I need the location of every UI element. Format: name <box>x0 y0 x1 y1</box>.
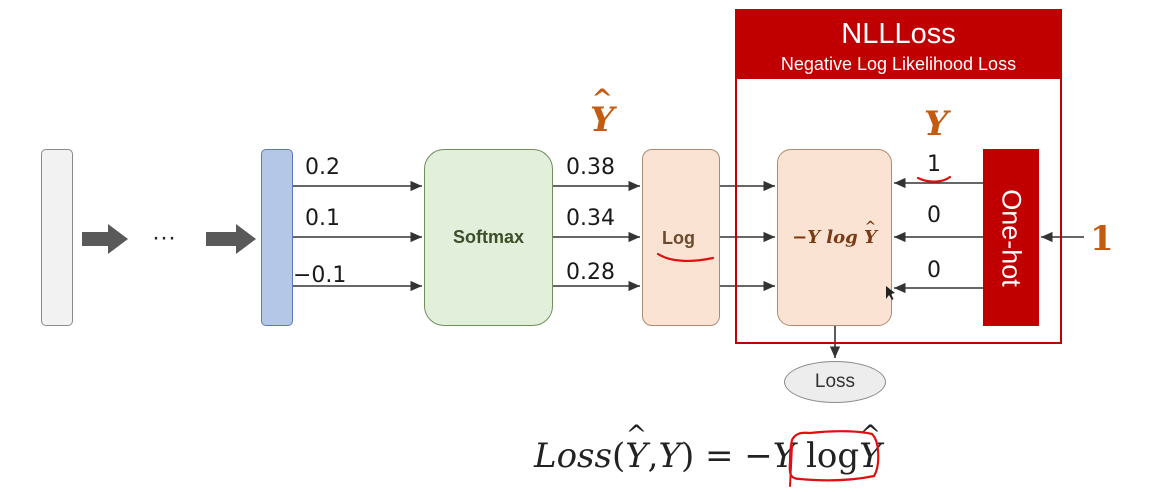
logit-value: 0.2 <box>305 155 340 180</box>
cursor-pointer-icon <box>886 286 895 300</box>
nll-formula-block: −Y log ^Y <box>777 149 892 326</box>
loss-label: Loss <box>814 371 856 392</box>
probability-value: 0.34 <box>566 206 615 231</box>
softmax-block: Softmax <box>424 149 553 326</box>
target-one-underline-mark <box>916 175 952 183</box>
nll-loss-subtitle: Negative Log Likelihood Loss <box>780 54 1017 74</box>
log-term-circle-mark <box>788 430 880 482</box>
probability-value: 0.28 <box>566 260 615 285</box>
onehot-value: 0 <box>927 203 941 228</box>
hidden-layers-ellipsis: ··· <box>152 224 176 251</box>
loss-output-node: Loss <box>784 361 886 403</box>
probability-value: 0.38 <box>566 155 615 180</box>
target-y-label: Y <box>924 104 949 144</box>
log-underline-mark <box>656 252 715 262</box>
logit-value: −0.1 <box>293 263 347 288</box>
logit-layer-block <box>261 149 293 326</box>
log-label: Log <box>662 228 695 248</box>
nll-formula: −Y log ^Y <box>792 218 877 248</box>
input-layer-block <box>41 149 73 326</box>
nll-loss-title: NLLLoss <box>841 18 956 50</box>
onehot-value: 0 <box>927 258 941 283</box>
predicted-y-hat-label: ^Y <box>590 84 615 140</box>
log-block <box>642 149 720 326</box>
hat-mark: ^ <box>591 84 613 115</box>
loss-equation: Loss(^Y,Y) = −Y log^Y <box>534 420 882 476</box>
onehot-block <box>983 149 1039 326</box>
class-index-input: 1 <box>1090 219 1114 259</box>
thick-right-arrow-icon <box>206 224 256 254</box>
softmax-label: Softmax <box>452 227 524 247</box>
nll-loss-header: NLLLoss Negative Log Likelihood Loss <box>736 10 1061 79</box>
logit-value: 0.1 <box>305 206 340 231</box>
thick-right-arrow-icon <box>82 224 128 254</box>
log-term-circle-tail <box>789 445 793 487</box>
onehot-value: 1 <box>927 152 941 177</box>
